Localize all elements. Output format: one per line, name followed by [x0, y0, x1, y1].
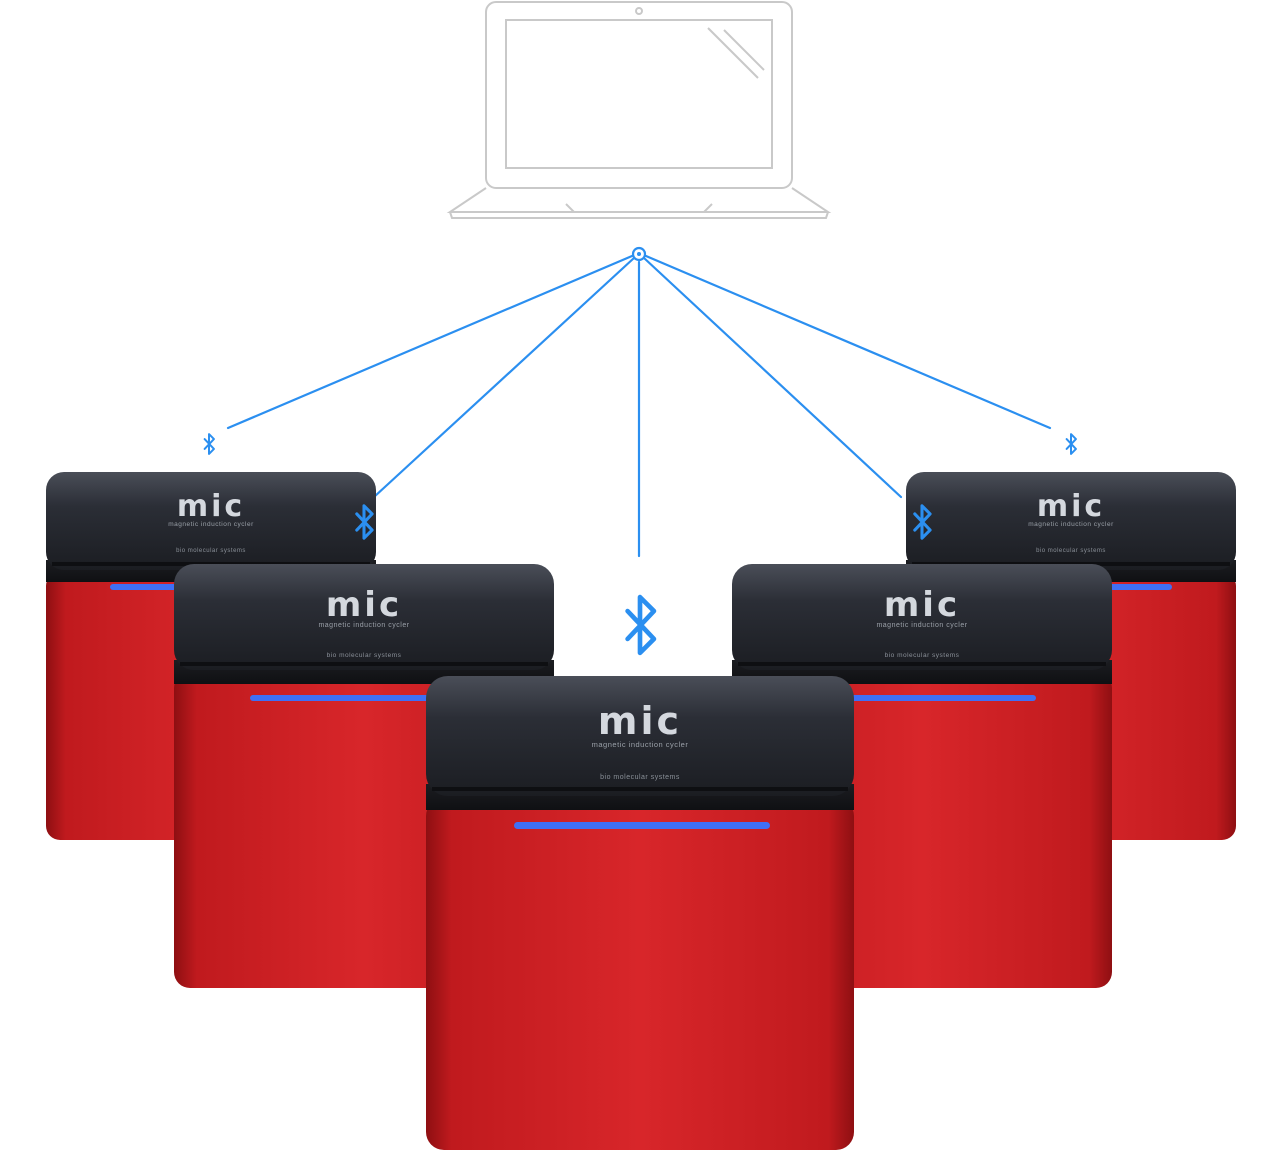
unit-brand: bio molecular systems	[327, 652, 402, 659]
bluetooth-links	[226, 254, 1052, 558]
unit-logo: mic	[326, 585, 402, 625]
unit-tagline: magnetic induction cycler	[592, 740, 689, 749]
unit-brand: bio molecular systems	[600, 774, 680, 781]
bluetooth-icon	[203, 433, 215, 455]
unit-brand: bio molecular systems	[176, 548, 246, 554]
link-mid-right	[642, 256, 903, 499]
unit-logo: mic	[598, 699, 682, 743]
unit-tagline: magnetic induction cycler	[876, 622, 967, 629]
unit-logo: mic	[177, 489, 245, 524]
link-mid-left	[372, 256, 636, 499]
bluetooth-icon	[625, 594, 657, 656]
unit-tagline: magnetic induction cycler	[1028, 521, 1114, 528]
bluetooth-icon	[355, 504, 374, 540]
bluetooth-icon	[913, 504, 932, 540]
unit-logo: mic	[1037, 489, 1105, 524]
link-back-left	[226, 254, 634, 430]
unit-tagline: magnetic induction cycler	[318, 622, 409, 629]
unit-logo: mic	[884, 585, 960, 625]
laptop-outline-icon	[446, 1, 832, 219]
bluetooth-icon	[1065, 433, 1077, 455]
hub-node-icon	[631, 246, 647, 262]
device-unit-front: mic magnetic induction cycler bio molecu…	[426, 676, 854, 1150]
unit-tagline: magnetic induction cycler	[168, 521, 254, 528]
unit-brand: bio molecular systems	[1036, 548, 1106, 554]
unit-brand: bio molecular systems	[885, 652, 960, 659]
link-back-right	[644, 254, 1052, 430]
